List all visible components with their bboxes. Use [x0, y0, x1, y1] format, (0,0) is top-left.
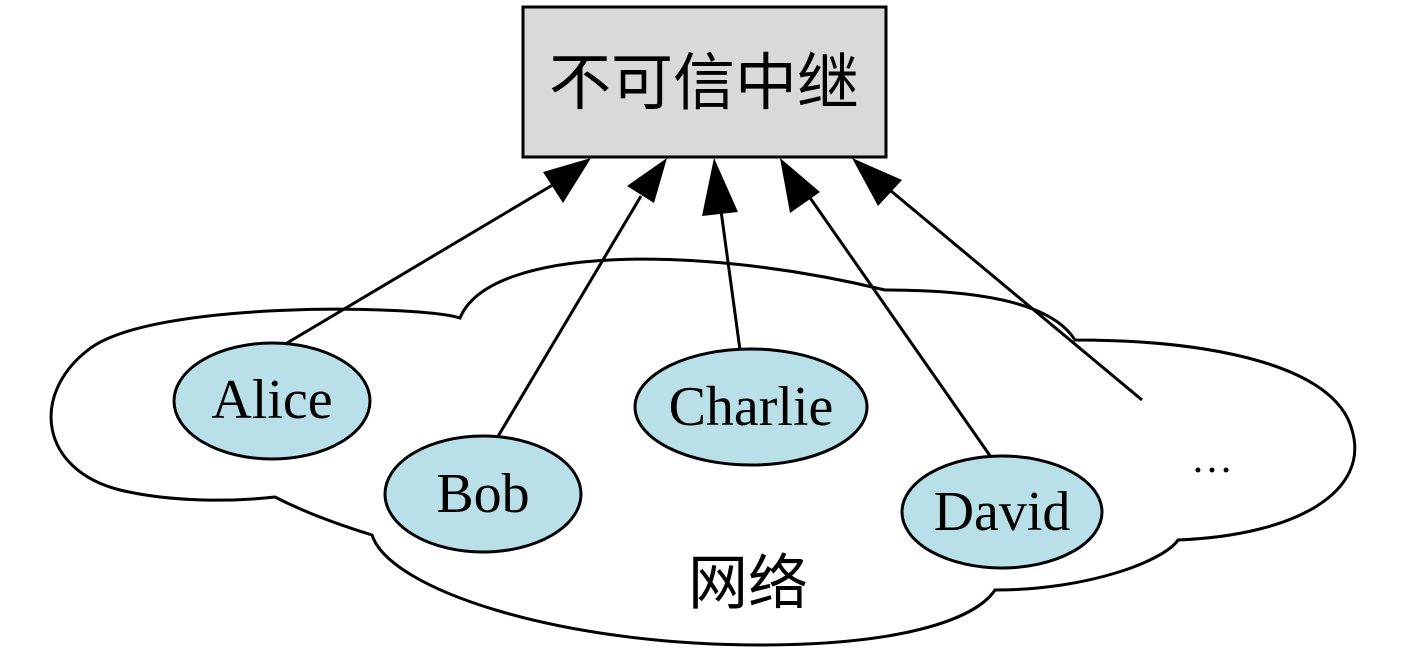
relay-label: 不可信中继 [549, 46, 859, 119]
relay-box [521, 5, 888, 159]
arrowhead-david [780, 158, 820, 213]
node-label-david: David [934, 481, 1071, 543]
node-label-alice: Alice [211, 369, 332, 431]
network-label: 网络 [688, 549, 808, 619]
arrowhead-charlie [702, 158, 738, 216]
node-charlie: Charlie [633, 347, 869, 467]
arrow-alice-to-relay [281, 178, 562, 348]
arrowhead-bob [627, 158, 667, 203]
node-label-bob: Bob [436, 463, 529, 525]
node-bob: Bob [383, 434, 583, 554]
arrowhead-alice [543, 158, 591, 203]
arrow-charlie-to-relay [717, 195, 742, 351]
node-alice: Alice [172, 341, 372, 461]
node-david: David [900, 454, 1104, 570]
arrows [281, 178, 1143, 461]
arrow-bob-to-relay [495, 195, 643, 439]
arrow-david-to-relay [804, 191, 995, 461]
arrowhead-more [852, 158, 902, 206]
node-label-charlie: Charlie [669, 376, 834, 438]
arrow-more-to-relay [878, 179, 1143, 402]
more-nodes-ellipsis: … [1191, 436, 1233, 482]
arrowheads [543, 158, 902, 216]
